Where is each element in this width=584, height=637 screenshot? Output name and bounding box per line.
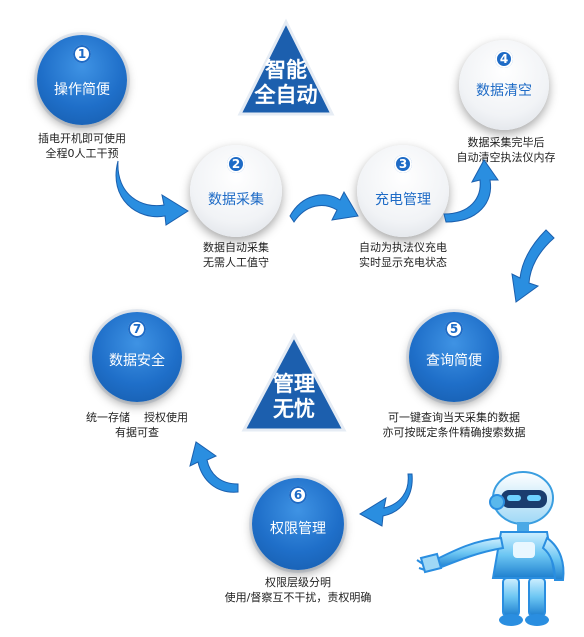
step-2-desc-line1: 数据自动采集 — [203, 241, 269, 254]
curved-arrow-icon — [443, 159, 499, 223]
step-3-label: 充电管理 — [375, 192, 431, 208]
step-4-circle: 4 数据清空 — [459, 40, 549, 130]
step-5-desc-line2: 亦可按既定条件精确搜索数据 — [382, 426, 526, 439]
step-5-desc: 可一键查询当天采集的数据 亦可按既定条件精确搜索数据 — [374, 410, 534, 440]
step-6-circle: 6 权限管理 — [252, 478, 344, 570]
step-7-label: 数据安全 — [109, 353, 165, 369]
step-4-desc-line1: 数据采集完毕后 — [467, 136, 545, 149]
step-1-label: 操作简便 — [54, 82, 110, 98]
step-4-label: 数据清空 — [476, 83, 532, 99]
step-5-label: 查询简便 — [426, 353, 482, 369]
step-7-circle: 7 数据安全 — [92, 312, 182, 402]
step-7-number: 7 — [128, 320, 146, 338]
step-5-number: 5 — [445, 320, 463, 338]
triangle-top-line1: 智能 — [265, 58, 307, 82]
step-3-desc-line1: 自动为执法仪充电 — [359, 241, 447, 254]
step-7-desc: 统一存储 授权使用 有据可查 — [67, 410, 207, 440]
step-3-number: 3 — [394, 155, 412, 173]
step-6-number: 6 — [289, 486, 307, 504]
step-1-desc-line2: 全程0人工干预 — [45, 147, 119, 160]
step-2-circle: 2 数据采集 — [190, 145, 282, 237]
step-6-desc: 权限层级分明 使用/督察互不干扰，责权明确 — [218, 575, 378, 605]
curved-arrow-icon — [189, 441, 239, 493]
step-1-desc: 插电开机即可使用 全程0人工干预 — [22, 131, 142, 161]
curved-arrow-icon — [511, 229, 555, 303]
triangle-top — [237, 18, 335, 116]
triangle-middle — [241, 332, 347, 432]
step-7-desc-line2: 有据可查 — [115, 426, 159, 439]
step-5-desc-line1: 可一键查询当天采集的数据 — [388, 411, 520, 424]
step-6-desc-line1: 权限层级分明 — [265, 576, 331, 589]
step-1-circle: 1 操作简便 — [37, 35, 127, 125]
step-3-circle: 3 充电管理 — [357, 145, 449, 237]
curved-arrow-icon — [359, 473, 413, 527]
step-6-label: 权限管理 — [270, 521, 326, 537]
step-2-desc: 数据自动采集 无需人工值守 — [176, 240, 296, 270]
curved-arrow-icon — [289, 190, 359, 223]
step-7-desc-line1: 统一存储 授权使用 — [86, 411, 188, 424]
step-1-number: 1 — [73, 45, 91, 63]
step-5-circle: 5 查询简便 — [409, 312, 499, 402]
curved-arrow-icon — [115, 160, 189, 226]
triangle-middle-line2: 无忧 — [273, 397, 315, 421]
robot-illustration — [416, 471, 565, 626]
step-1-desc-line1: 插电开机即可使用 — [38, 132, 126, 145]
step-4-desc-line2: 自动清空执法仪内存 — [456, 151, 556, 164]
triangle-middle-line1: 管理 — [273, 372, 315, 396]
step-3-desc-line2: 实时显示充电状态 — [359, 256, 447, 269]
step-2-desc-line2: 无需人工值守 — [203, 256, 269, 269]
triangle-top-line2: 全自动 — [254, 83, 318, 107]
step-2-label: 数据采集 — [208, 192, 264, 208]
step-4-number: 4 — [495, 50, 513, 68]
step-6-desc-line2: 使用/督察互不干扰，责权明确 — [224, 591, 372, 604]
step-3-desc: 自动为执法仪充电 实时显示充电状态 — [343, 240, 463, 270]
step-4-desc: 数据采集完毕后 自动清空执法仪内存 — [444, 135, 568, 165]
triangle-top-text: 智能 全自动 — [238, 58, 334, 108]
step-2-number: 2 — [227, 155, 245, 173]
triangle-middle-text: 管理 无忧 — [242, 372, 346, 422]
